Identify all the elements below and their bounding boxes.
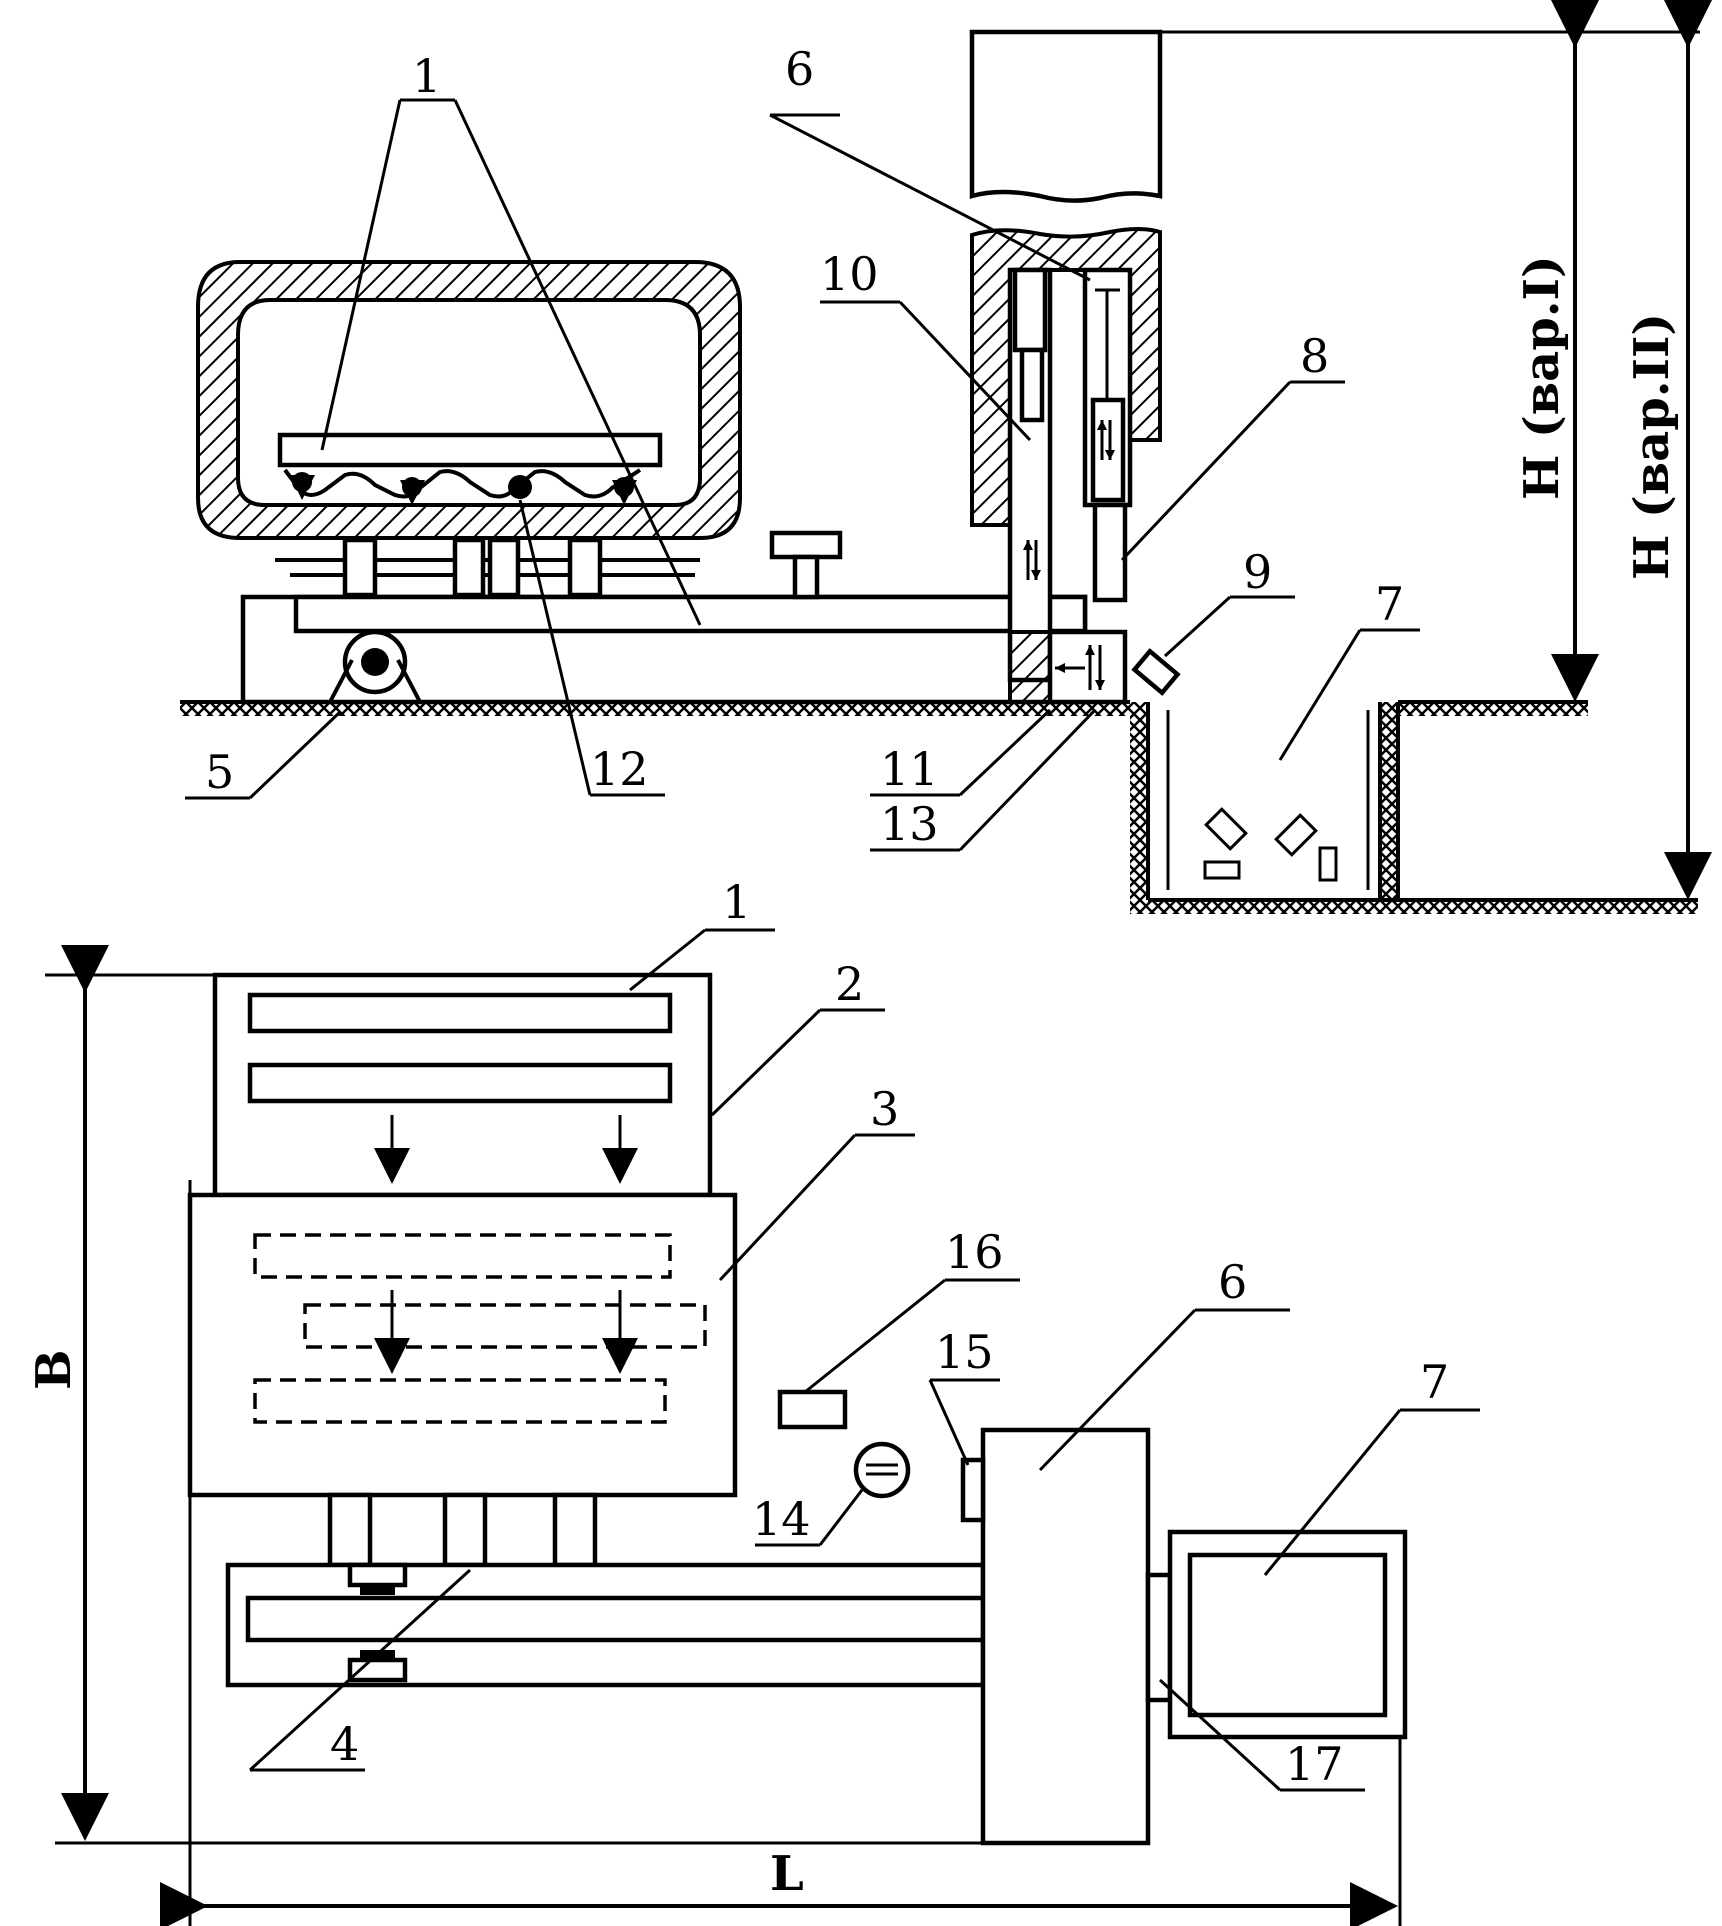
label-11: 11 <box>880 742 939 796</box>
height-dimensions <box>1160 0 1712 900</box>
gauge-14 <box>853 1441 911 1499</box>
billet-1-a <box>247 992 673 1034</box>
plan-view: B L <box>26 875 1480 1926</box>
label-7-top: 7 <box>1375 577 1404 631</box>
ground-left <box>180 702 1130 716</box>
label-1-top: 1 <box>412 49 441 103</box>
device-15 <box>960 1457 986 1523</box>
billet-1-b <box>247 1062 673 1104</box>
leaders-top <box>185 98 1420 852</box>
rollers-12 <box>290 472 637 505</box>
b-dimension-label: B <box>26 1349 82 1390</box>
chute-9 <box>1131 648 1181 696</box>
label-5: 5 <box>205 745 234 799</box>
label-6-bottom: 6 <box>1218 1255 1247 1309</box>
press-6 <box>980 1427 1151 1846</box>
press-column-6 <box>969 29 1163 683</box>
label-17: 17 <box>1285 1737 1344 1791</box>
furnace-3 <box>187 1192 738 1498</box>
label-6-top: 6 <box>785 42 814 96</box>
label-13: 13 <box>880 797 939 851</box>
label-7-bottom: 7 <box>1420 1355 1449 1409</box>
leaders-bottom <box>248 928 1480 1792</box>
lever-handle <box>769 530 843 600</box>
furnace-casing <box>196 260 742 540</box>
label-2: 2 <box>835 957 864 1011</box>
label-14: 14 <box>752 1492 811 1546</box>
side-section-view: 1 6 10 8 9 7 5 12 11 13 H (вар.I) H (вар… <box>180 0 1712 914</box>
label-10: 10 <box>820 247 879 301</box>
h-var2-label: H (вар.II) <box>1624 313 1680 580</box>
label-8: 8 <box>1300 329 1329 383</box>
label-12: 12 <box>590 742 649 796</box>
ground-right <box>1398 702 1588 716</box>
h-var1-label: H (вар.I) <box>1514 255 1570 500</box>
furnace-supports <box>275 537 700 598</box>
wheel-5 <box>328 629 422 703</box>
control-panel-16 <box>777 1389 848 1430</box>
l-dimension-label: L <box>770 1846 804 1902</box>
label-15: 15 <box>935 1325 994 1379</box>
label-16: 16 <box>945 1225 1004 1279</box>
label-4: 4 <box>330 1717 359 1771</box>
billet-1 <box>277 432 663 468</box>
label-3: 3 <box>870 1082 899 1136</box>
stop-block-11-13 <box>1008 629 1128 705</box>
pit-7 <box>1130 702 1698 914</box>
label-9: 9 <box>1243 545 1272 599</box>
label-1-bottom: 1 <box>722 875 751 929</box>
